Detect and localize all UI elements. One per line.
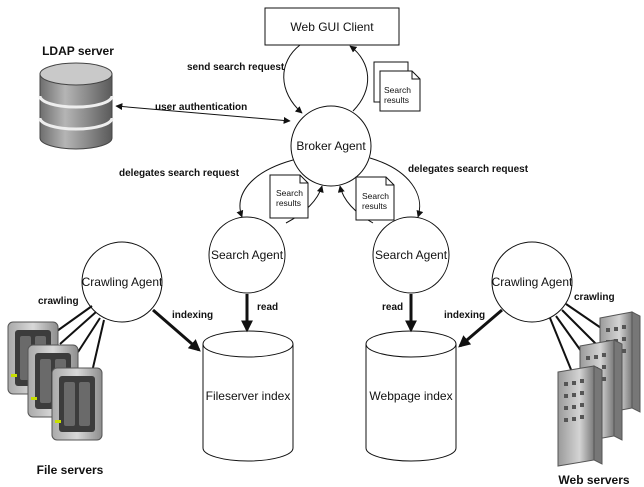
search-results-document-icon: Search results [269,174,309,219]
search-agent-right-node: Search Agent [372,216,450,294]
broker-agent-node: Broker Agent [290,105,372,187]
ldap-server-label: LDAP server [42,44,114,58]
crawling-right-label: crawling [574,292,615,303]
indexing-left-label: indexing [172,310,213,321]
file-servers-label: File servers [37,463,104,477]
search-results-document-icon: Search results [373,61,421,112]
crawling-agent-right-node: Crawling Agent [491,241,573,323]
search-agent-left-label: Search Agent [211,248,284,262]
delegate-right-arrow [369,157,424,218]
crawling-agent-left-node: Crawling Agent [81,241,163,323]
webpage-index-cylinder: Webpage index [365,330,457,462]
read-right-label: read [382,302,403,313]
svg-text:results: results [362,201,387,211]
indexing-right-arrow [458,308,503,348]
file-server-icon [51,367,103,441]
web-gui-client-label: Web GUI Client [290,20,374,34]
read-left-label: read [257,302,278,313]
web-server-icon [557,365,603,467]
search-agent-left-node: Search Agent [208,216,286,294]
crawling-left-label: crawling [38,296,79,307]
indexing-left-arrow [152,308,201,352]
fileserver-index-label: Fileserver index [206,389,291,403]
search-results-document-icon: Search results [355,176,395,221]
user-authentication-arrow [115,103,291,124]
broker-agent-label: Broker Agent [296,139,366,153]
svg-text:Search: Search [276,188,303,198]
delegates-right-label: delegates search request [408,164,529,175]
send-request-arrow [283,44,303,114]
send-search-request-label: send search request [187,62,285,73]
svg-text:Search: Search [384,85,411,95]
webpage-index-label: Webpage index [369,389,452,403]
web-gui-client-box: Web GUI Client [264,7,400,46]
crawling-agent-right-label: Crawling Agent [492,275,573,289]
fileserver-index-cylinder: Fileserver index [202,330,294,462]
database-icon [38,62,114,150]
user-authentication-label: user authentication [155,102,247,113]
results-left-arrow [285,185,324,224]
delegate-left-arrow [236,159,294,218]
svg-text:Search: Search [362,191,389,201]
crawling-agent-left-label: Crawling Agent [82,275,163,289]
svg-text:results: results [384,95,409,105]
search-agent-right-label: Search Agent [375,248,448,262]
web-servers-label: Web servers [558,473,629,487]
svg-text:results: results [276,198,301,208]
indexing-right-label: indexing [444,310,485,321]
delegates-left-label: delegates search request [119,168,240,179]
return-results-arrow [349,45,369,112]
